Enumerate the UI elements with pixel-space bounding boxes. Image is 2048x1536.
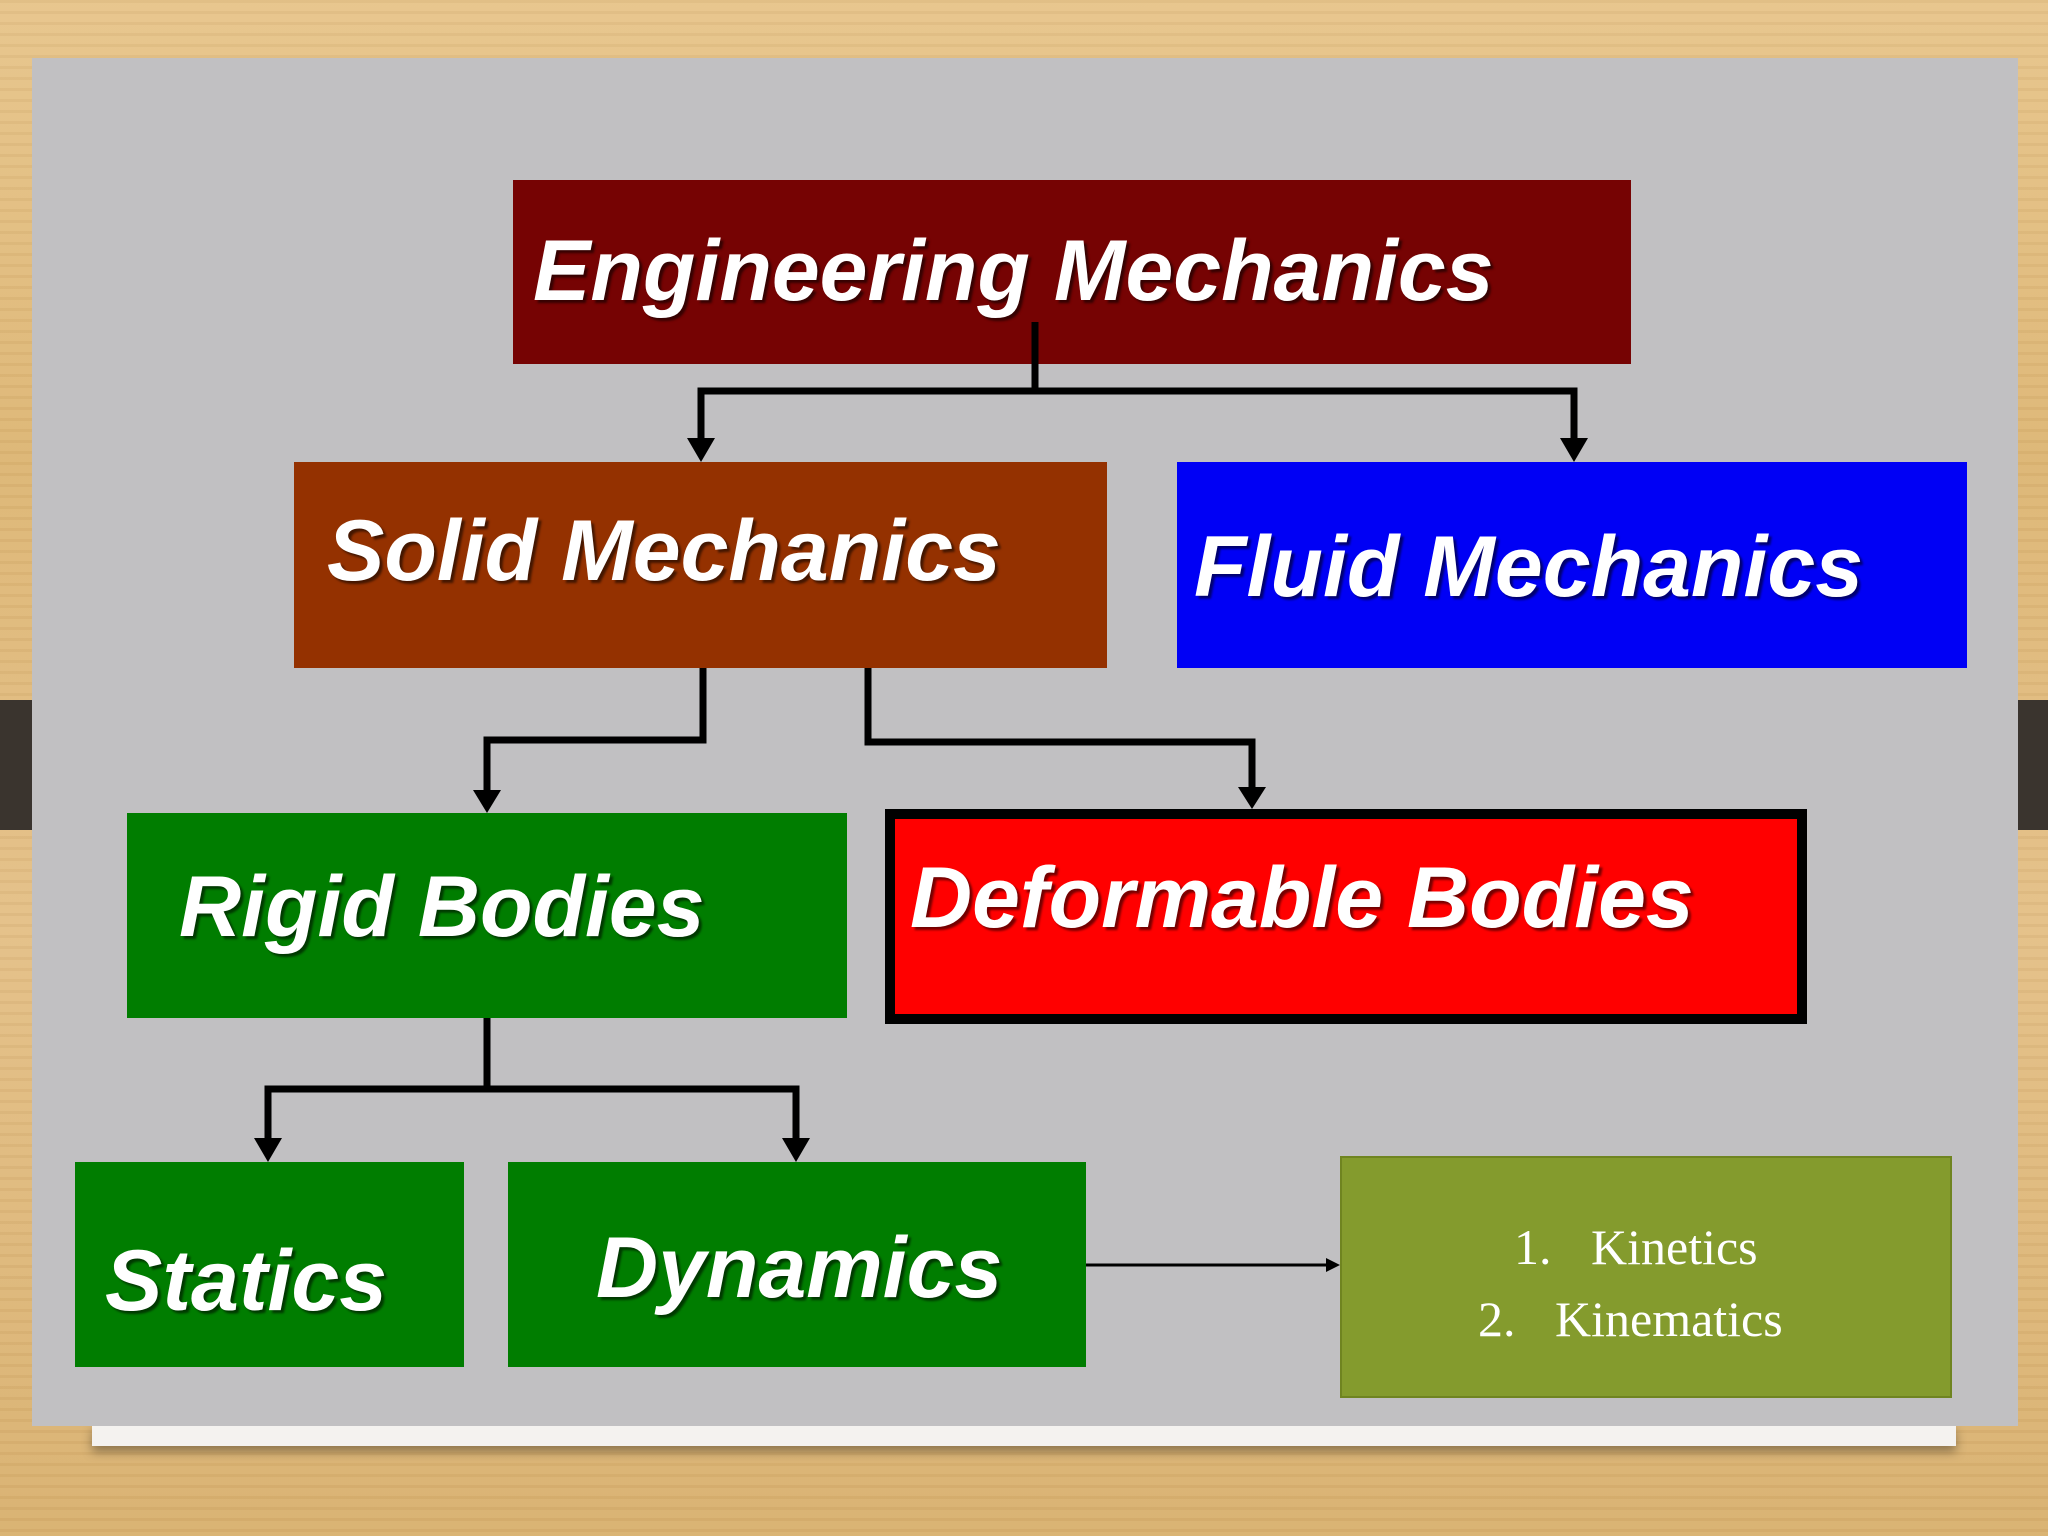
engineering-mechanics-label: Engineering Mechanics	[533, 223, 1494, 319]
arrowhead-sm	[687, 438, 715, 462]
dynamics-box: Dynamics	[508, 1162, 1086, 1367]
deformable-bodies-box: Deformable Bodies	[885, 809, 1807, 1024]
solid-mechanics-box: Solid Mechanics	[294, 462, 1107, 668]
connector-rb-to-children	[264, 1018, 491, 1140]
statics-label: Statics	[105, 1233, 388, 1329]
paper-edge	[92, 1424, 1956, 1446]
rigid-bodies-label: Rigid Bodies	[179, 859, 705, 955]
arrowhead-branches	[1326, 1258, 1340, 1272]
kinematics-number: 2.	[1478, 1291, 1516, 1347]
connector-sm-to-db	[864, 668, 1256, 789]
deformable-bodies-label: Deformable Bodies	[910, 850, 1694, 946]
arrowhead-statics	[254, 1138, 282, 1162]
connector-em-to-sm	[697, 322, 1039, 440]
kinetics-number: 1.	[1514, 1219, 1552, 1275]
left-edge-tab	[0, 700, 34, 830]
statics-box: Statics	[75, 1162, 464, 1367]
arrowhead-db	[1238, 787, 1266, 809]
fluid-mechanics-box: Fluid Mechanics	[1177, 462, 1967, 668]
kinetics-item: Kinetics	[1591, 1219, 1758, 1275]
connector-sm-to-rb	[483, 668, 707, 792]
engineering-mechanics-box: Engineering Mechanics	[513, 180, 1631, 364]
rigid-bodies-box: Rigid Bodies	[127, 813, 847, 1018]
fluid-mechanics-label: Fluid Mechanics	[1194, 519, 1864, 615]
arrowhead-fm	[1560, 438, 1588, 462]
right-edge-tab	[2014, 700, 2048, 830]
arrowhead-dynamics	[782, 1138, 810, 1162]
arrowhead-rb	[473, 790, 501, 813]
dynamics-label: Dynamics	[596, 1220, 1003, 1316]
solid-mechanics-label: Solid Mechanics	[327, 503, 1001, 599]
dynamics-branches-box: 1. Kinetics 2. Kinematics	[1340, 1156, 1952, 1398]
connector-rb-to-dynamics	[487, 1085, 800, 1140]
kinematics-item: Kinematics	[1555, 1291, 1783, 1347]
connector-em-to-fm	[1035, 387, 1578, 440]
